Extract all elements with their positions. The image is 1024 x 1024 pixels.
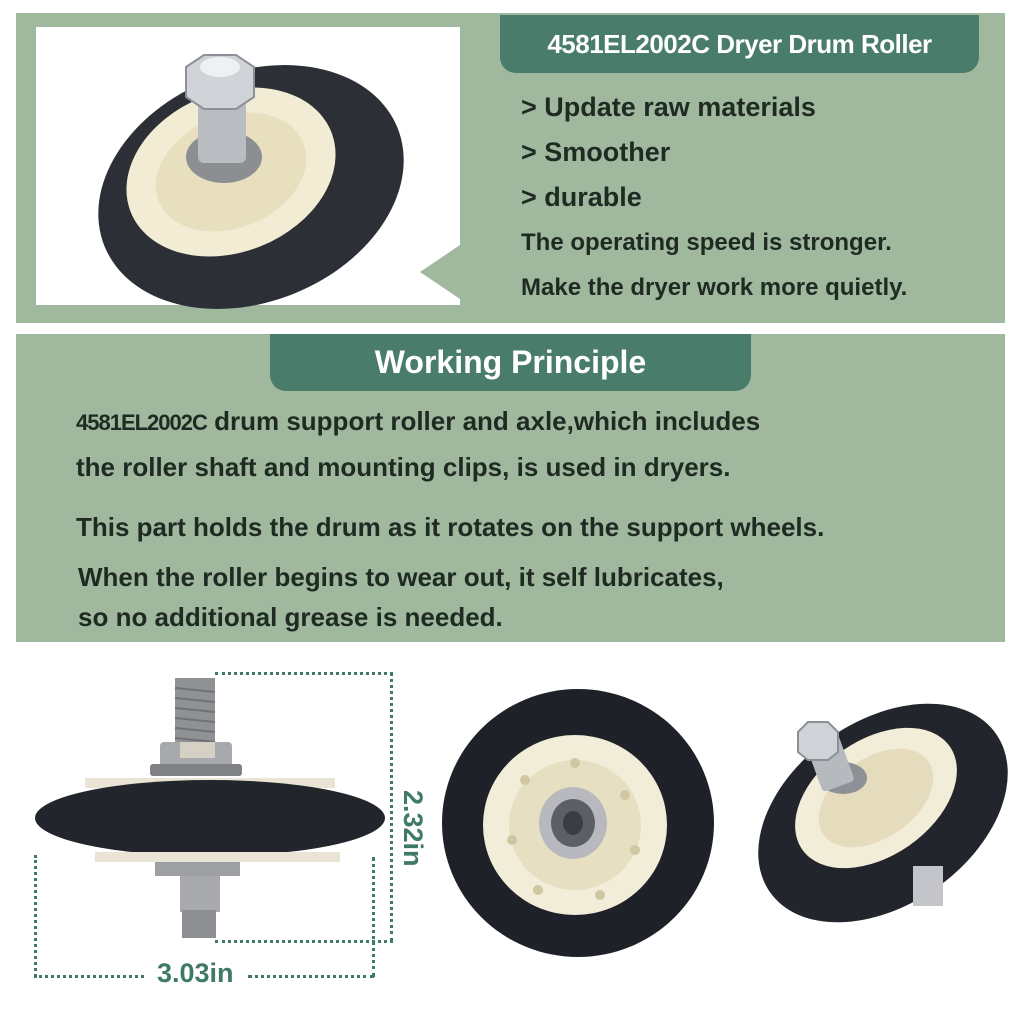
working-principle-panel: Working Principle 4581EL2002C drum suppo… (16, 334, 1005, 642)
principle-line-2: the roller shaft and mounting clips, is … (76, 452, 731, 482)
feature-list: > Update raw materials > Smoother > dura… (521, 85, 907, 310)
benefit-item: Make the dryer work more quietly. (521, 274, 908, 301)
roller-angled-view-image (758, 703, 1008, 923)
width-dimension-left-line (34, 855, 37, 977)
hero-image-frame (36, 27, 460, 309)
height-dimension-top-line (215, 672, 393, 675)
part-code: 4581EL2002C (76, 410, 208, 435)
product-title-badge: 4581EL2002C Dryer Drum Roller (500, 15, 979, 73)
roller-side-view-image (35, 678, 385, 938)
hero-frame-notch (420, 245, 460, 299)
principle-line-3: This part holds the drum as it rotates o… (76, 512, 825, 542)
width-dimension-bottom-right (248, 975, 374, 978)
feature-item: > Smoother (521, 137, 671, 167)
roller-angled-image (98, 54, 404, 309)
roller-front-view-image (442, 689, 714, 957)
width-dimension-bottom-left (34, 975, 144, 978)
feature-item: > durable (521, 182, 642, 212)
width-dimension-right-line (372, 857, 375, 977)
height-dimension-right-line (390, 672, 393, 942)
principle-line-4: When the roller begins to wear out, it s… (78, 562, 724, 592)
feature-item: > Update raw materials (521, 92, 816, 122)
height-dimension-label: 2.32in (398, 790, 428, 867)
product-overview-panel: 4581EL2002C Dryer Drum Roller > Update r… (16, 13, 1005, 323)
height-dimension-bottom-line (215, 940, 393, 943)
section-title-badge: Working Principle (270, 334, 751, 391)
width-dimension-label: 3.03in (157, 958, 234, 988)
benefit-item: The operating speed is stronger. (521, 229, 892, 256)
principle-line-5: so no additional grease is needed. (78, 602, 503, 632)
principle-line-1: 4581EL2002C drum support roller and axle… (76, 406, 761, 436)
